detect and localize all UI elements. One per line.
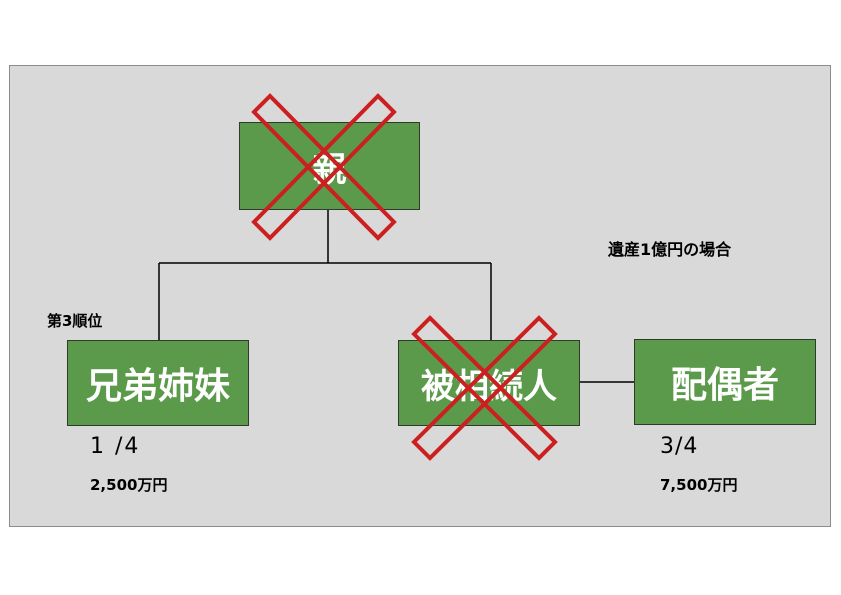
spouse-label: 配偶者 (670, 365, 779, 406)
rank-label: 第3順位 (47, 312, 103, 330)
deceased-label: 被相続人 (421, 366, 557, 407)
siblings-share-amount: 2,500万円 (90, 476, 168, 494)
parent-node: 親 (239, 122, 420, 210)
estate-note: 遺産1億円の場合 (608, 240, 732, 259)
spouse-node: 配偶者 (634, 339, 816, 425)
parent-label: 親 (312, 149, 347, 190)
siblings-share-fraction: 1 /4 (90, 434, 141, 459)
siblings-label: 兄弟姉妹 (85, 366, 230, 407)
siblings-node: 兄弟姉妹 (67, 340, 249, 426)
deceased-node: 被相続人 (398, 340, 580, 426)
spouse-share-amount: 7,500万円 (660, 476, 738, 494)
spouse-share-fraction: 3/4 (660, 434, 699, 459)
